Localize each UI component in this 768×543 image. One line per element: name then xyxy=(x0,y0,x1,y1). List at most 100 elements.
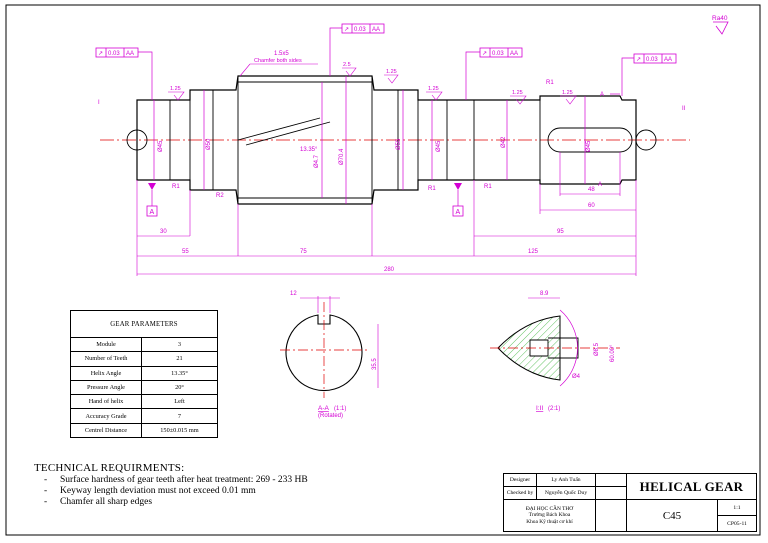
param-name: Module xyxy=(70,336,142,353)
param-value: 7 xyxy=(141,408,218,424)
datum-a-right: A xyxy=(452,183,464,217)
radius-label-4: R1 xyxy=(484,184,492,190)
gdt-4-symbol: ↗ xyxy=(636,57,641,63)
finish-mark-3: 1.25 xyxy=(386,69,397,75)
param-value: 21 xyxy=(141,351,218,367)
gdt-2-symbol: ↗ xyxy=(344,27,349,33)
detail-dim-bore: Ø8.5 xyxy=(594,342,600,356)
detail-dim-top: 8.9 xyxy=(540,291,549,297)
datum-a-left: A xyxy=(146,183,158,217)
technical-requirements: TECHNICAL REQUIRMENTS: Surface hardness … xyxy=(34,462,474,508)
gdt-3-symbol: ↗ xyxy=(482,51,487,57)
param-value: 3 xyxy=(141,336,218,353)
length-95: 95 xyxy=(557,229,564,235)
diameter-label-2: Ø50 xyxy=(206,138,212,150)
param-name: Pressure Angle xyxy=(70,379,142,396)
param-name: Centrel Distance xyxy=(70,422,142,439)
gdt-3-datum: AA xyxy=(510,51,518,57)
gdt-frame-2: ↗ 0.03 AA xyxy=(329,23,385,76)
gdt-1-value: 0.03 xyxy=(108,51,120,57)
university-line-3: Khoa Kỹ thuật cơ khí xyxy=(526,518,573,525)
length-280: 280 xyxy=(384,267,395,273)
detail-title: I:II xyxy=(536,405,543,412)
diameter-label-3: Ø70.4 xyxy=(339,148,345,165)
gdt-2-datum: AA xyxy=(372,27,380,33)
gdt-frame-3: ↗ 0.03 AA xyxy=(465,47,523,100)
detail-scale: (2:1) xyxy=(548,406,560,412)
gdt-3-value: 0.03 xyxy=(492,51,504,57)
gdt-1-symbol: ↗ xyxy=(98,51,103,57)
university-line-1: ĐẠI HỌC CẦN THƠ xyxy=(525,505,574,512)
tech-req-title: TECHNICAL REQUIRMENTS: xyxy=(34,462,185,474)
radius-label-1: R1 xyxy=(172,184,180,190)
radius-label-3: R1 xyxy=(428,186,436,192)
university-line-2: Trường Bách Khoa xyxy=(528,512,571,519)
section-a-depth: 35.5 xyxy=(372,358,378,370)
list-item: Surface hardness of gear teeth after hea… xyxy=(34,475,474,486)
material: C45 xyxy=(626,499,718,532)
param-value: 20° xyxy=(141,379,218,396)
finish-mark-1: 1.25 xyxy=(170,86,181,92)
param-name: Helix Angle xyxy=(70,365,142,381)
gdt-2-value: 0.03 xyxy=(354,27,366,33)
param-value: 150±0.015 mm xyxy=(141,422,218,439)
gdt-4-datum: AA xyxy=(664,57,672,63)
checked-label: Checked by xyxy=(503,486,537,500)
diameter-label-6: Ø42 xyxy=(501,136,507,148)
length-55: 55 xyxy=(182,249,189,255)
length-125: 125 xyxy=(528,249,539,255)
chamfer-size: 1.5x5 xyxy=(274,51,289,57)
section-mark-4: A xyxy=(598,182,602,188)
designer-name: Ly Anh Tuấn xyxy=(536,473,596,487)
diameter-label-7: Ø45 xyxy=(586,140,592,152)
checker-name: Nguyễn Quốc Duy xyxy=(536,486,596,500)
datum-label-2: A xyxy=(456,209,461,216)
finish-mark-5: 1.25 xyxy=(512,90,523,96)
surface-finish-text: Ra40 xyxy=(712,15,728,22)
helix-angle-label: 13.35° xyxy=(300,147,318,153)
drawing-scale: 1:1 xyxy=(717,499,757,516)
gdt-frame-4: ↗ 0.03 AA xyxy=(621,53,677,96)
institution-block: ĐẠI HỌC CẦN THƠ Trường Bách Khoa Khoa Kỹ… xyxy=(503,499,596,532)
list-item: Chamfer all sharp edges xyxy=(34,497,474,508)
param-value: 13.35° xyxy=(141,365,218,381)
section-mark-1: I xyxy=(98,100,100,106)
diameter-label-5: Ø45 xyxy=(436,140,442,152)
designer-label: Designer xyxy=(503,473,537,487)
drawing-frame xyxy=(5,4,761,536)
param-name: Number of Teeth xyxy=(70,351,142,367)
detail-i-ii: 8.9 Ø8.5 Ø4 60.00° I:II (2:1) xyxy=(490,291,620,412)
gdt-frame-1: ↗ 0.03 AA xyxy=(95,47,153,100)
chamfer-text: Chamfer both sides xyxy=(254,58,302,64)
param-name: Hand of helix xyxy=(70,394,142,410)
section-a-width: 12 xyxy=(290,291,297,297)
section-mark-2: II xyxy=(682,106,686,112)
section-a-a: 12 35.5 A-A (1:1) (Rotated) xyxy=(280,291,379,419)
section-mark-3: A xyxy=(600,92,604,98)
radius-label-5: R1 xyxy=(546,80,554,86)
keyway-shoulder: 60 xyxy=(588,203,595,209)
drawing-title: HELICAL GEAR xyxy=(626,473,757,500)
length-30: 30 xyxy=(160,229,167,235)
datum-label-1: A xyxy=(150,209,155,216)
shaft-view: Ø45 Ø50 Ø70.4 Ø55 Ø45 Ø42 Ø45 13.35° Ø4.… xyxy=(95,23,690,276)
param-name: Accuracy Grade xyxy=(70,408,142,424)
tech-req-list: Surface hardness of gear teeth after hea… xyxy=(34,475,474,508)
diameter-label-4: Ø55 xyxy=(396,138,402,150)
keyway-length: 48 xyxy=(588,187,595,193)
section-a-scale: (1:1) xyxy=(334,406,346,412)
gdt-4-value: 0.03 xyxy=(646,57,658,63)
drawing-code: CP05-11 xyxy=(717,515,757,532)
radius-label-2: R2 xyxy=(216,193,224,199)
surface-finish-mark: Ra40 xyxy=(712,15,729,35)
gear-table-header: GEAR PARAMETERS xyxy=(70,310,218,338)
param-value: Left xyxy=(141,394,218,410)
